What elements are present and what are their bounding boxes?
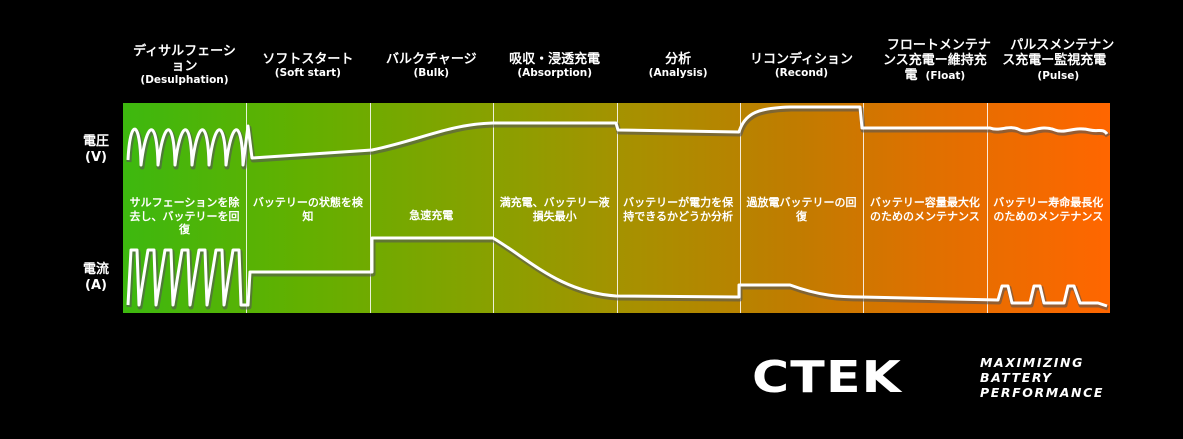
stage-name-en: (Soft start) [274,67,341,79]
stage-header: 吸収・浸透充電(Absorption) [493,52,616,80]
stage-name-ja: バルクチャージ [385,52,477,67]
stage-header: ソフトスタート(Soft start) [246,52,369,80]
stage-header: リコンディション(Recond) [740,52,863,80]
stage-name-ja: 分析 [665,52,692,67]
stage-description: 満充電、バッテリー液損失最小 [499,196,610,223]
stage-divider [740,103,741,313]
stage-description: 過放電バッテリーの回復 [746,196,857,223]
ctek-logo: CTEK [752,352,903,403]
stage-header: パルスメンテナンス充電ー監視充電 (Pulse) [987,38,1130,83]
stage-name-ja: フロートメンテナンス充電ー維持充電 [883,38,991,83]
current-curve [126,236,1108,308]
stage-divider [493,103,494,313]
stage-name-ja: パルスメンテナンス充電ー監視充電 [1002,38,1115,68]
tagline-line: BATTERY [980,370,1053,385]
stage-divider [617,103,618,313]
stage-divider [246,103,247,313]
stage-description: サルフェーションを除去し、バッテリーを回復 [129,196,240,236]
tagline-line: MAXIMIZING [980,355,1084,370]
stage-divider [370,103,371,313]
tagline-line: PERFORMANCE [980,385,1105,400]
charging-stages-panel [123,103,1110,313]
stage-description: バッテリーの状態を検知 [252,196,363,223]
stage-name-en: (Desulphation) [140,74,229,86]
stage-name-en: (Absorption) [517,67,593,79]
stage-description: バッテリーが電力を保持できるかどうか分析 [623,196,734,223]
stage-name-ja: 吸収・浸透充電 [509,52,601,67]
stage-description: 急速充電 [409,209,454,222]
stage-name-en: (Float) [925,70,966,82]
brand-tagline: MAXIMIZING BATTERY PERFORMANCE [980,355,1104,400]
stage-header: 分析(Analysis) [617,52,740,80]
stage-description: バッテリー寿命最長化のためのメンテナンス [993,196,1104,223]
stage-header: バルクチャージ(Bulk) [370,52,493,80]
stage-name-en: (Recond) [774,67,829,79]
stage-name-ja: ソフトスタート [262,52,354,67]
stage-name-ja: ディサルフェーション [133,44,236,74]
stage-divider [987,103,988,313]
current-axis-label: 電流 (A) [82,262,109,293]
voltage-axis-label: 電圧 (V) [82,134,109,165]
stage-divider [863,103,864,313]
stage-description: バッテリー容量最大化のためのメンテナンス [869,196,980,223]
stage-header: フロートメンテナンス充電ー維持充電(Float) [863,38,1006,83]
stage-name-en: (Bulk) [413,67,450,79]
voltage-curve [126,105,1109,167]
stage-header: ディサルフェーション(Desulphation) [123,44,246,87]
stage-name-en: (Analysis) [648,67,708,79]
stage-name-en: (Pulse) [1037,70,1080,82]
stage-name-ja: リコンディション [749,52,854,67]
